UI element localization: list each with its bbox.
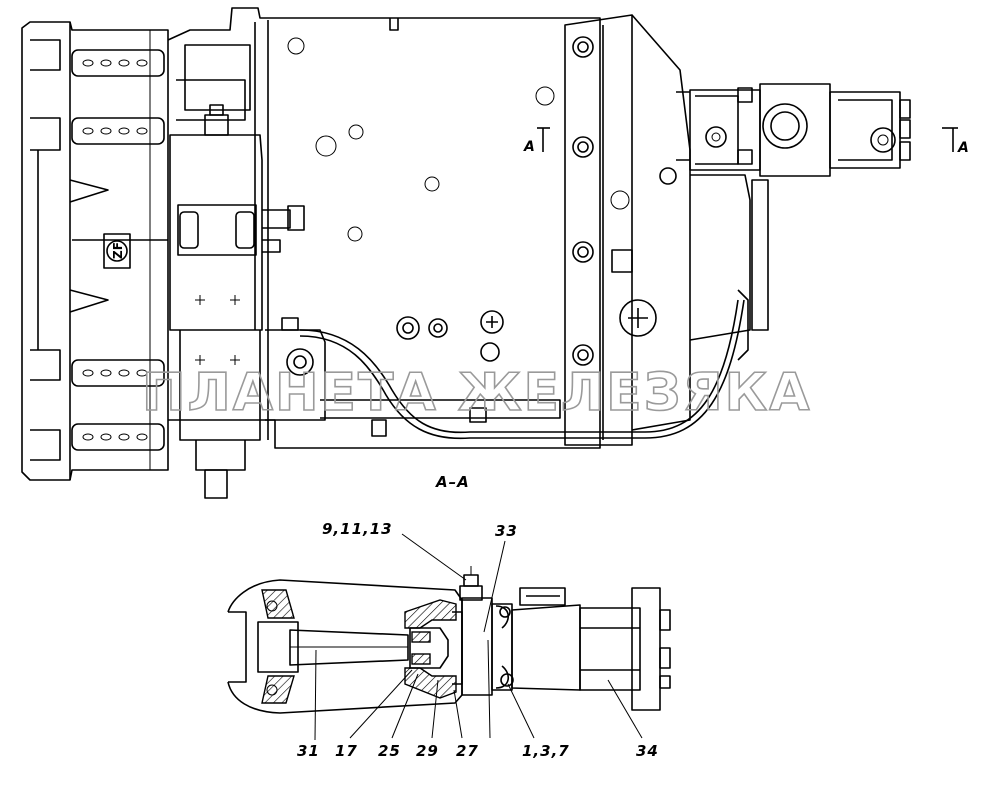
shift-actuator	[169, 104, 305, 499]
section-title: A–A	[435, 473, 470, 491]
cut-mark-right: A	[957, 140, 969, 156]
valve-cluster	[265, 299, 745, 440]
section-view	[227, 566, 671, 714]
callout-25: 25	[378, 742, 401, 760]
callout-33: 33	[495, 522, 518, 540]
callout-9-11-13: 9,11,13	[322, 520, 393, 538]
bell-housing-flange	[21, 21, 169, 481]
watermark-text: ПЛАНЕТА ЖЕЛЕЗЯКА	[142, 363, 811, 423]
zf-logo: ZF	[103, 233, 131, 269]
cut-mark-left: A	[523, 139, 535, 155]
output-unit	[676, 83, 911, 177]
callout-labels: 9,11,13 33 31 17 25 29 27 1,3,7 34	[297, 520, 659, 760]
callout-34: 34	[636, 742, 659, 760]
svg-text:ZF: ZF	[111, 242, 125, 259]
callout-17: 17	[335, 742, 358, 760]
callout-27: 27	[456, 742, 479, 760]
leader-lines	[314, 533, 643, 741]
callout-31: 31	[297, 742, 320, 760]
callout-1-3-7: 1,3,7	[522, 742, 570, 760]
main-housing	[167, 7, 601, 449]
gearbox-main-view: ZF	[21, 7, 969, 499]
section-cut-marks: A A	[523, 127, 969, 156]
callout-29: 29	[416, 742, 439, 760]
